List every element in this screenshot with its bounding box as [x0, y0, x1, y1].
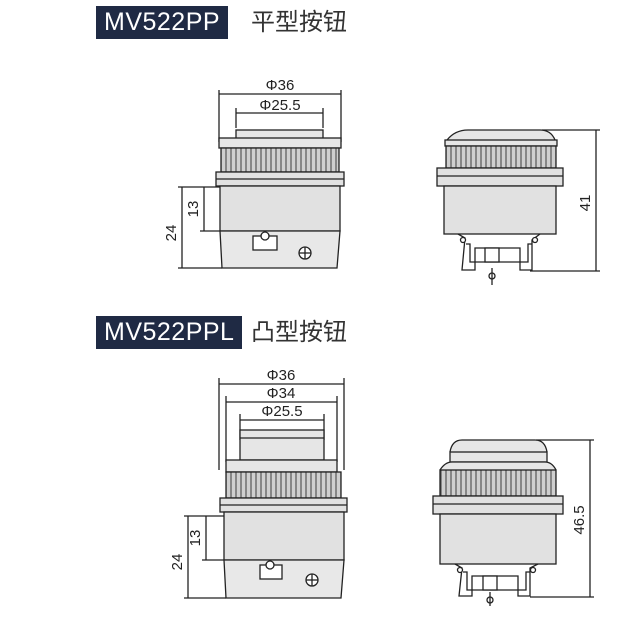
pp-front-view — [178, 90, 345, 269]
ppl-dim-inner: Φ25.5 — [261, 403, 302, 420]
pp-side-view — [436, 129, 600, 285]
ppl-dim-13: 13 — [187, 530, 204, 547]
pp-dim-41: 41 — [577, 195, 594, 212]
ppl-dim-46-5: 46.5 — [571, 505, 588, 534]
pp-dim-13: 13 — [185, 201, 202, 218]
ppl-dim-outer: Φ36 — [267, 367, 296, 384]
ppl-front-view — [184, 378, 348, 599]
ppl-dim-mid: Φ34 — [267, 385, 296, 402]
pp-dim-inner: Φ25.5 — [259, 97, 300, 114]
model-tag-2: MV522PPL — [96, 316, 243, 349]
caption-2: 凸型按钮 — [251, 318, 347, 346]
ppl-side-view — [432, 439, 594, 606]
model-tag-1: MV522PP — [96, 6, 229, 39]
pp-dim-outer: Φ36 — [266, 77, 295, 94]
pp-dim-24: 24 — [163, 225, 180, 242]
ppl-dim-24: 24 — [169, 554, 186, 571]
caption-1: 平型按钮 — [251, 8, 347, 36]
